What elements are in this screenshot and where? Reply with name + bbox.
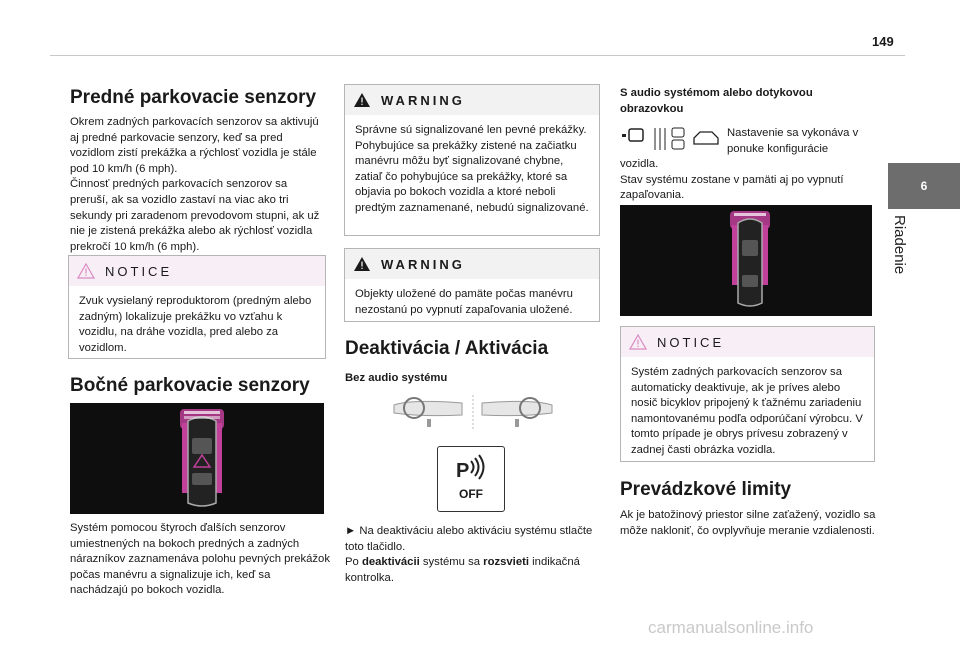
warning-triangle-icon [354,93,370,107]
car-top-view-icon [730,211,770,307]
park-sensor-off-button[interactable]: P OFF [437,446,505,512]
paragraph: Činnosť predných parkovacích senzorov sa… [70,178,320,253]
watermark: carmanualsonline.info [648,618,814,637]
notice-box: NOTICE Zvuk vysielaný reproduktorom (pre… [68,255,326,359]
paragraph: vozidla. [620,158,659,170]
notice-title: NOTICE [105,263,173,279]
subheading-no-audio: Bez audio systému [345,372,448,384]
paragraph: Ak je batožinový priestor silne zaťažený… [620,509,876,537]
section-limits: Prevádzkové limity Ak je batožinový prie… [620,479,876,539]
parking-sensor-icon: P [456,454,485,482]
instruction-indicator: Po deaktivácii systému sa rozsvieti indi… [345,556,580,584]
warning-box-1: WARNING Správne sú signalizované len pev… [344,84,600,236]
chapter-tab[interactable]: 6 [888,163,960,209]
car-top-view-icon [180,409,224,507]
icon-text-block: Nastavenie sa vykonáva v ponuke konfigur… [727,126,877,157]
warning-triangle-icon [629,334,647,350]
warning-title: WARNING [381,256,465,272]
side-sensor-caption: Systém pomocou štyroch ďalších senzorov … [70,522,330,597]
warning-box-2: WARNING Objekty uložené do pamäte počas … [344,248,600,322]
warning-text: Objekty uložené do pamäte počas manévru … [355,288,573,316]
warning-text: Správne sú signalizované len pevné preká… [355,124,589,214]
notice-box: NOTICE Systém zadných parkovacích senzor… [620,326,875,462]
instruction-press: ► Na deaktiváciu alebo aktiváciu systému… [345,525,593,553]
rear-sensor-image [620,205,872,316]
heading-limits: Prevádzkové limity [620,479,792,500]
section-side: Bočné parkovacie senzory [70,375,328,397]
dashboard-icon [393,395,553,431]
warning-header: WARNING [345,249,599,279]
notice-text: Zvuk vysielaný reproduktorom (predným al… [79,295,312,354]
heading-front-sensors: Predné parkovacie senzory [70,87,317,108]
heading-side-sensors: Bočné parkovacie senzory [70,375,310,396]
settings-icons [622,127,719,150]
column-1: Predné parkovacie senzory Okrem zadných … [70,87,328,255]
svg-text:P: P [456,460,469,482]
notice-text: Systém zadných parkovacích senzorov sa a… [631,366,863,456]
config-menu-text: Nastavenie sa vykonáva v ponuke konfigur… [727,127,859,155]
notice-header: NOTICE [621,327,874,357]
caption-block: Systém pomocou štyroch ďalších senzorov … [70,521,330,599]
section-deactivation: Deaktivácia / Aktivácia Bez audio systém… [345,338,603,387]
warning-header: WARNING [345,85,599,115]
notice-title: NOTICE [657,334,725,350]
memory-text: vozidla. Stav systému zostane v pamäti a… [620,157,876,204]
subheading-audio: S audio systémom alebo dotykovou obrazov… [620,87,813,115]
chapter-label: Riadenie [891,215,908,275]
off-label: OFF [459,487,483,501]
page-number: 149 [872,34,894,49]
paragraph: Okrem zadných parkovacích senzorov sa ak… [70,116,319,175]
notice-header: NOTICE [69,256,325,286]
heading-deactivation: Deaktivácia / Aktivácia [345,338,549,359]
section-audio: S audio systémom alebo dotykovou obrazov… [620,86,876,117]
warning-triangle-icon [354,257,370,271]
side-sensor-image [70,403,324,514]
warning-title: WARNING [381,92,465,108]
warning-triangle-icon [77,263,95,279]
instructions: ► Na deaktiváciu alebo aktiváciu systému… [345,524,603,586]
header-rule [50,55,905,56]
paragraph: Stav systému zostane v pamäti aj po vypn… [620,173,844,202]
